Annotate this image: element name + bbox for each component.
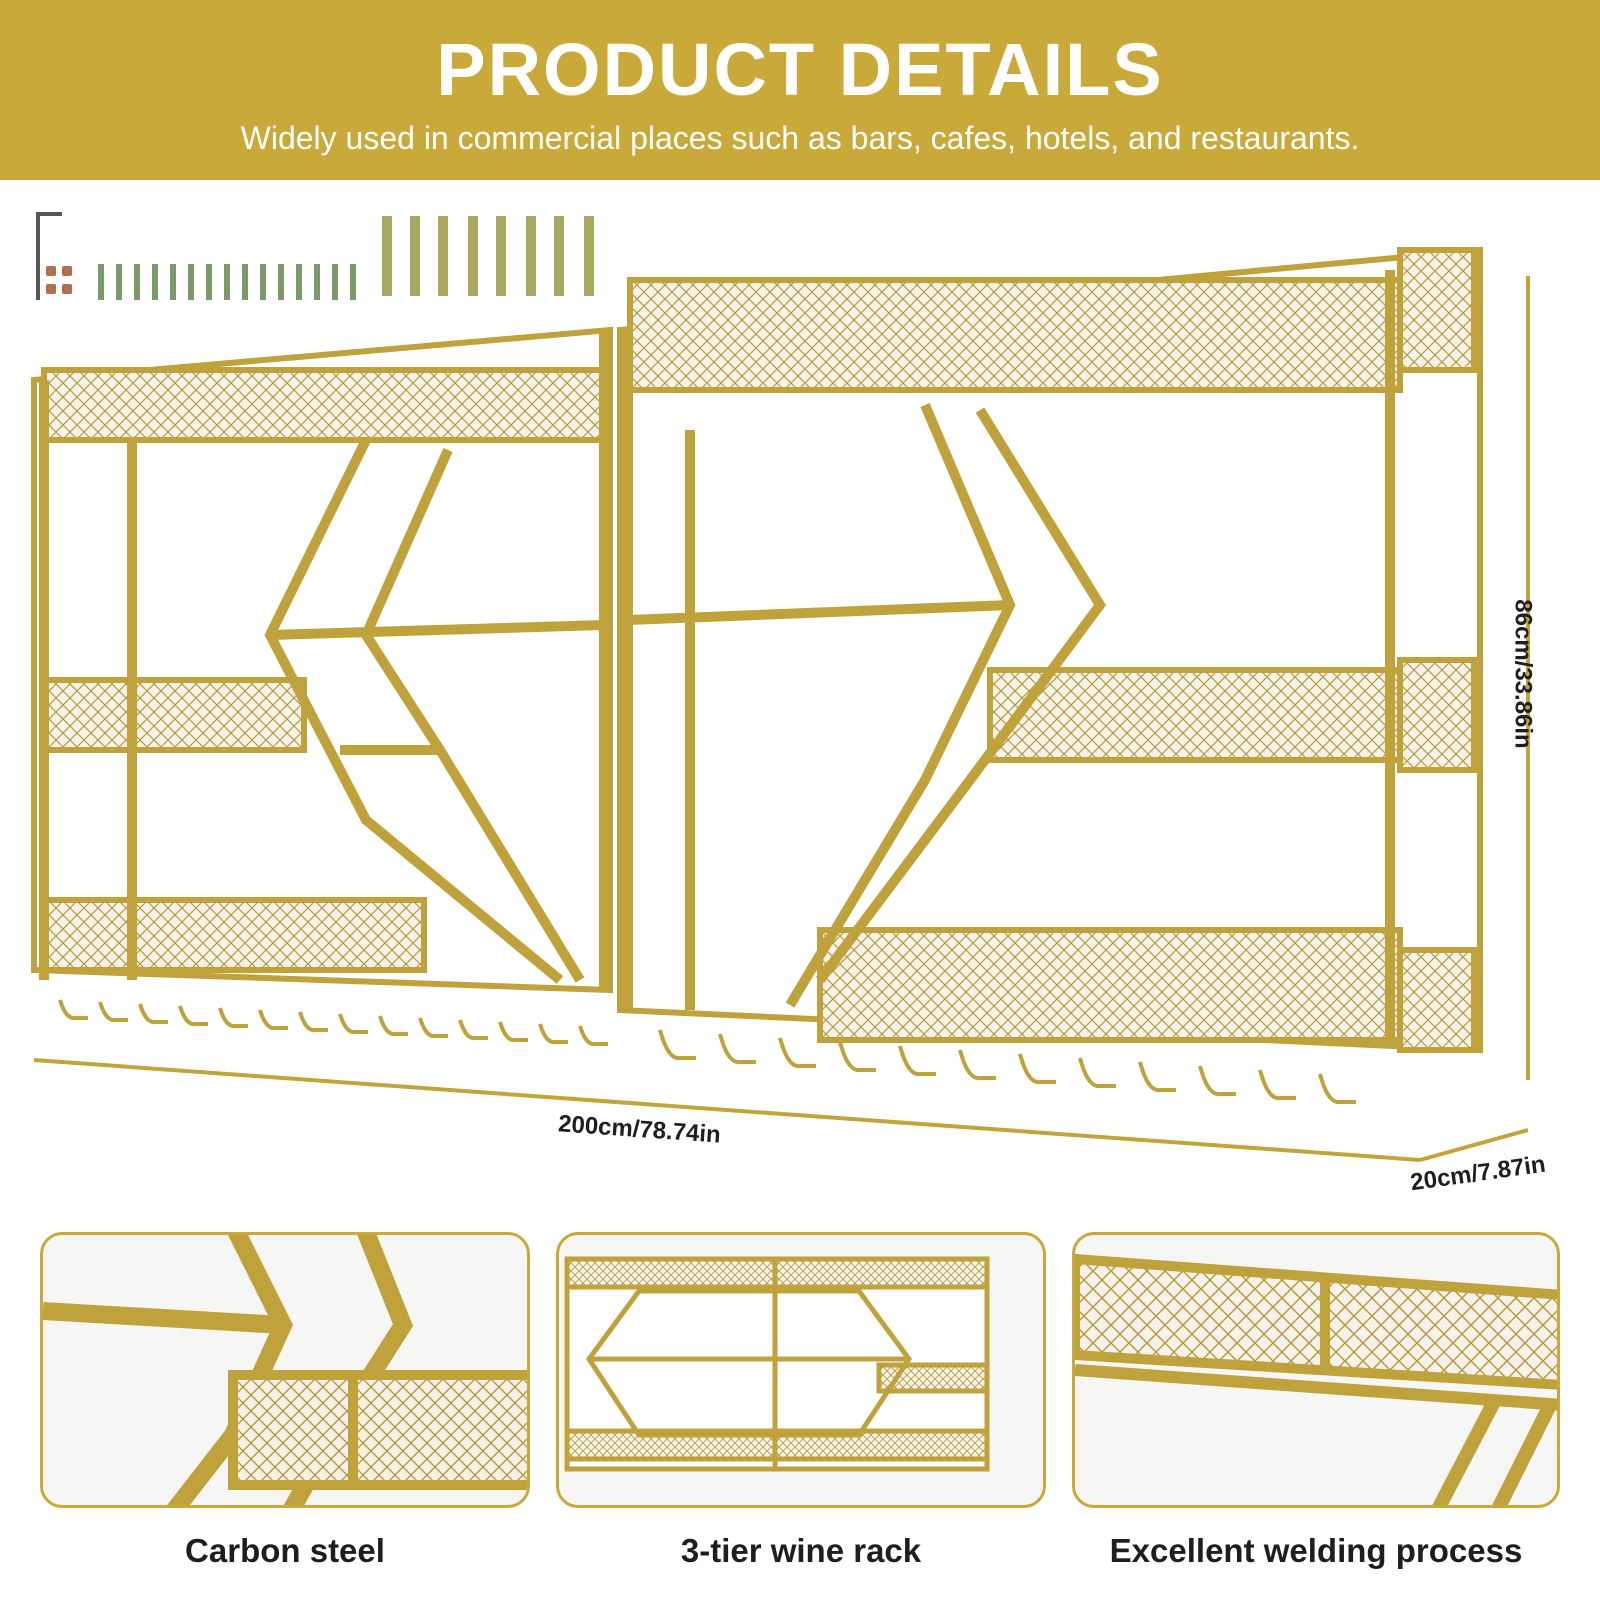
feature-panel-wine-rack xyxy=(556,1232,1046,1508)
feature-panel-carbon-steel xyxy=(40,1232,530,1508)
page-subtitle: Widely used in commercial places such as… xyxy=(240,120,1360,156)
feature-panel-welding xyxy=(1072,1232,1560,1508)
feature-label-wine-rack: 3-tier wine rack xyxy=(680,1532,922,1569)
hardware-kit-icon xyxy=(36,212,594,300)
feature-label-carbon-steel: Carbon steel xyxy=(185,1532,385,1569)
glass-hanger-rails xyxy=(58,999,1356,1105)
feature-label-welding: Excellent welding process xyxy=(1109,1532,1523,1569)
header-banner: PRODUCT DETAILS Widely used in commercia… xyxy=(0,0,1600,180)
page-title: PRODUCT DETAILS xyxy=(436,28,1164,111)
detail-frame-joint-icon xyxy=(43,1235,527,1505)
dimension-lines xyxy=(33,276,1530,1162)
rack-right xyxy=(617,246,1483,1054)
full-rack-view-icon xyxy=(564,1256,990,1472)
welded-mesh-shelf-icon xyxy=(1075,1253,1557,1505)
product-illustration xyxy=(31,212,1530,1162)
rack-left xyxy=(31,326,613,994)
height-dimension-label: 86cm/33.86in xyxy=(1509,599,1537,749)
